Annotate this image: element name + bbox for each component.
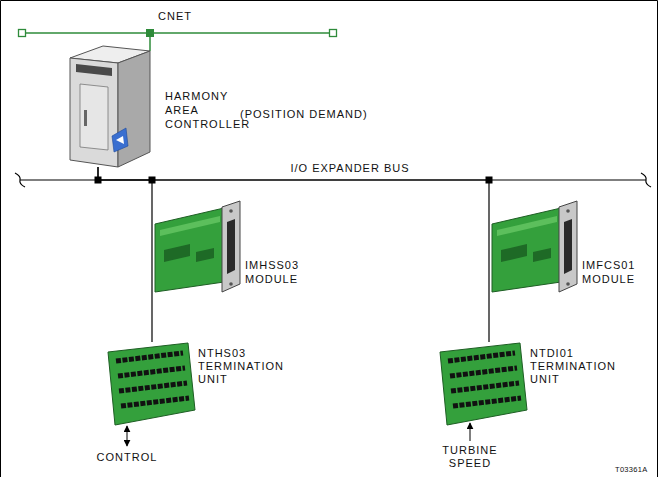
signal-label: CONTROL	[97, 450, 158, 464]
figure-number: T03361A	[615, 463, 648, 477]
bus-connector	[98, 167, 152, 188]
cabinet-side	[118, 51, 150, 167]
cabinet-logo-mark	[116, 136, 124, 144]
tu-board	[108, 343, 195, 425]
cabinet-logo	[112, 128, 128, 152]
terminal-row	[116, 353, 183, 361]
card-chip	[164, 244, 190, 262]
signal-arrow	[470, 423, 471, 441]
node-label: IMFCS01 MODULE	[582, 258, 635, 286]
card-screw	[566, 209, 570, 213]
terminal-row	[453, 398, 521, 406]
card-chip	[501, 244, 527, 262]
termination-board	[440, 343, 527, 425]
node-label: IMHSS03 MODULE	[245, 258, 299, 286]
node-label: NTHS03 TERMINATION UNIT	[198, 347, 284, 386]
tu-board	[440, 343, 527, 425]
card-board	[155, 208, 224, 292]
network-label: CNET	[158, 9, 192, 23]
card-screw	[229, 209, 233, 213]
bus-label: I/O EXPANDER BUS	[290, 161, 409, 175]
terminal-row	[119, 383, 187, 391]
controller-box: HARMONY AREA CONTROLLER	[66, 44, 154, 167]
card-faceplate	[559, 201, 577, 292]
node-label: HARMONY AREA CONTROLLER	[165, 89, 250, 131]
cabinet-handle	[84, 110, 87, 126]
card-faceplate	[222, 201, 240, 292]
termination-board	[108, 343, 195, 425]
module-wire	[488, 188, 489, 297]
card-slot	[227, 219, 235, 274]
terminal-row	[448, 353, 515, 361]
card-board	[492, 208, 561, 292]
bus-break	[15, 173, 25, 187]
module-card	[492, 201, 577, 292]
module-wire	[151, 188, 152, 297]
signal-label: TURBINE SPEED	[442, 444, 497, 470]
cabinet-door	[80, 84, 108, 150]
cnet-end	[19, 30, 26, 37]
termination-unit-box: NTHS03 TERMINATION UNIT	[106, 342, 197, 427]
terminal-row	[121, 398, 189, 406]
terminal-row	[450, 368, 517, 376]
bus-break	[641, 173, 651, 187]
bus-connector	[151, 297, 152, 342]
module-box: IMFCS01 MODULE	[487, 188, 579, 297]
controller-cabinet	[70, 46, 150, 167]
cnet-line	[25, 32, 329, 34]
card-slot	[564, 219, 572, 274]
cnet-end	[330, 30, 337, 37]
cnet-tap	[146, 29, 154, 37]
card-screw	[229, 282, 233, 286]
termination-unit-box: NTDI01 TERMINATION UNIT	[438, 342, 529, 427]
card-trace	[497, 216, 557, 236]
card-chip	[533, 248, 551, 262]
bus-connector	[488, 297, 489, 342]
card-screw	[566, 282, 570, 286]
signal-arrow	[127, 426, 128, 446]
note-label: (POSITION DEMAND)	[240, 107, 368, 121]
module-card	[155, 201, 240, 292]
cabinet-display	[76, 64, 112, 76]
card-chip	[196, 248, 214, 262]
module-box: IMHSS03 MODULE	[150, 188, 242, 297]
card-trace	[160, 216, 220, 236]
cabinet-front	[70, 58, 118, 167]
node-label: NTDI01 TERMINATION UNIT	[530, 347, 616, 386]
terminal-row	[118, 368, 185, 376]
terminal-row	[451, 383, 519, 391]
